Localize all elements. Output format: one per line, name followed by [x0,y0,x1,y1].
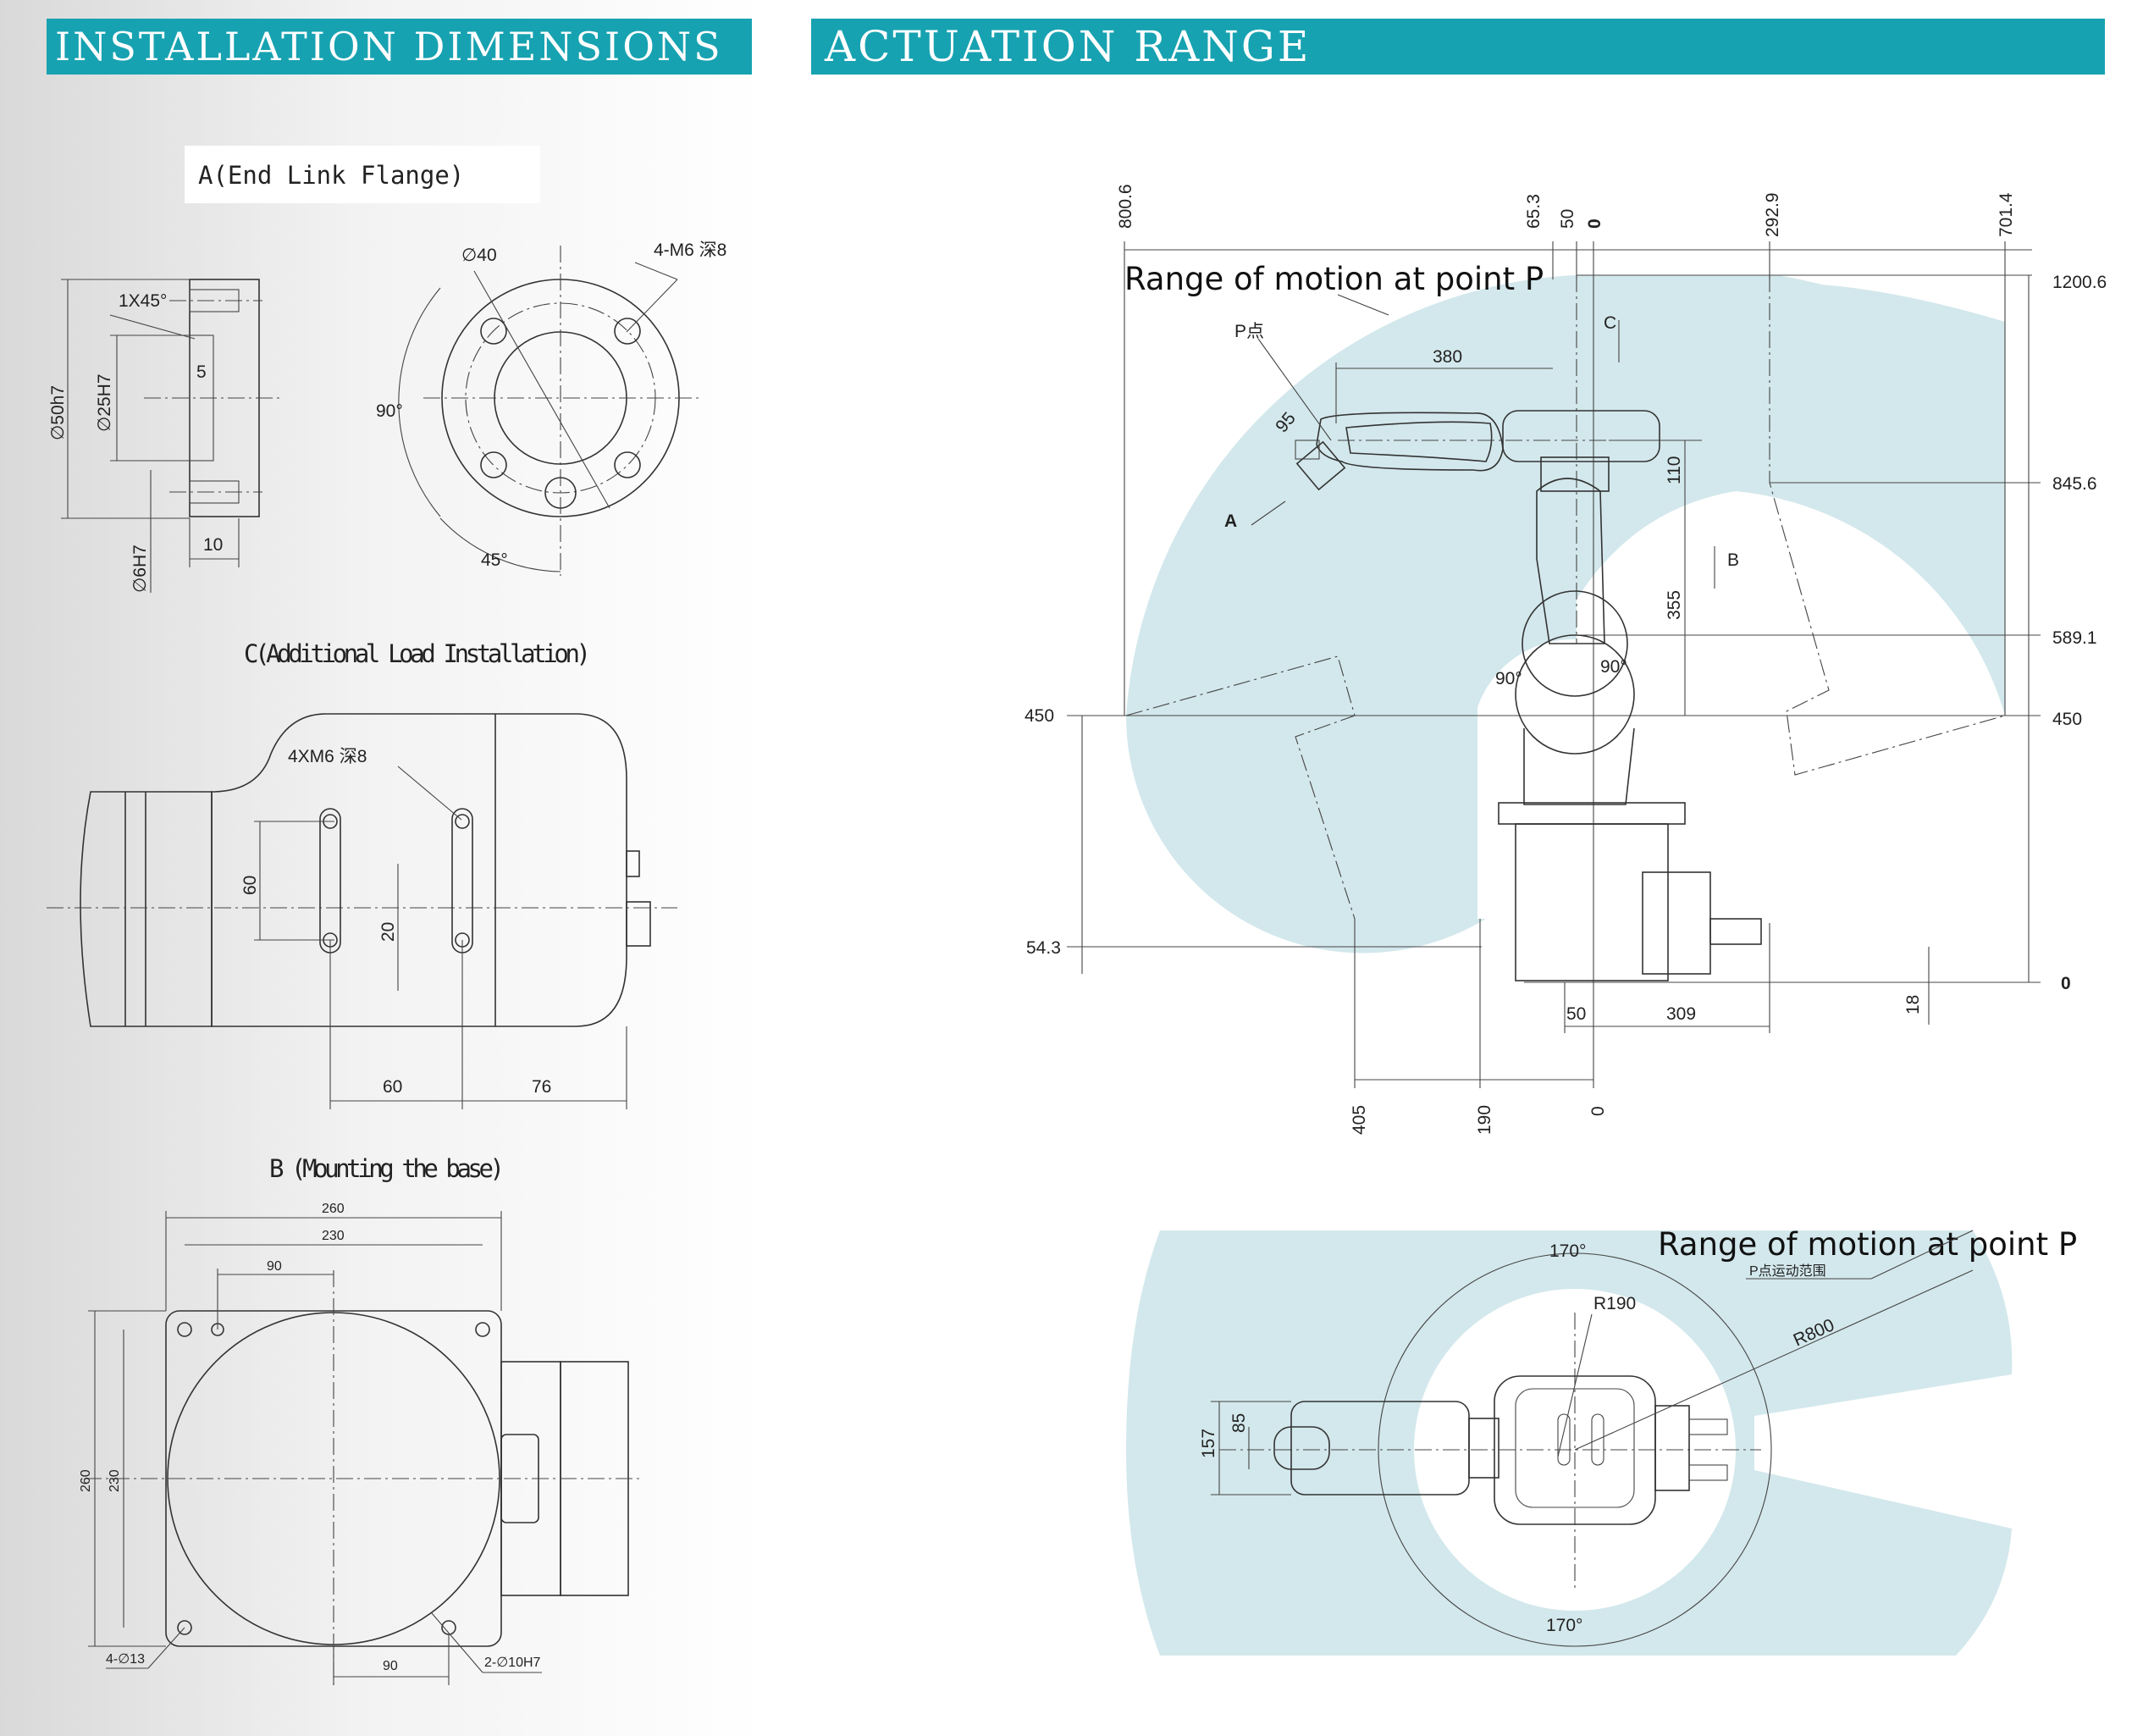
load-h76-label: 76 [532,1077,551,1097]
base-holes10-label: 2-∅10H7 [484,1656,541,1670]
base-hole [475,1322,490,1337]
side-bottom-405: 405 [1350,1105,1369,1135]
top-r190-label: R190 [1593,1294,1636,1313]
side-top-65: 65.3 [1524,194,1544,229]
top-170-bottom-label: 170° [1546,1616,1582,1635]
side-90r-label: 90° [1600,657,1627,677]
side-p-label: P点 [1234,322,1264,341]
side-left-54: 54.3 [1026,938,1061,958]
top-range-subtitle: P点运动范围 [1749,1263,1826,1279]
side-right-0: 0 [2061,974,2071,993]
side-top-50: 50 [1558,209,1577,229]
flange-hole [480,451,507,478]
side-110-label: 110 [1665,456,1684,484]
side-right-450: 450 [2052,710,2082,729]
load-body [211,713,627,1027]
flange-hole [614,318,641,345]
load-v60-label: 60 [240,876,260,895]
flange-chamfer-label: 1X45° [119,291,167,311]
load-slot [451,808,473,954]
flange-caption: A(End Link Flange) [198,161,464,190]
flange-width-label: 10 [203,535,223,555]
side-range-title: Range of motion at point P [1124,261,1544,297]
side-50b-label: 50 [1566,1004,1586,1024]
robot-side-view [1295,410,1762,981]
load-slot [319,808,341,954]
base-w260-label: 260 [322,1202,345,1216]
flange-depth-label: 5 [196,362,207,382]
flange-angle90-label: 90° [376,401,403,421]
side-bottom-0: 0 [1588,1106,1608,1116]
load-rear-cap [80,791,213,1027]
flange-pin [544,477,577,509]
side-c-label: C [1604,313,1616,333]
side-18-label: 18 [1903,995,1923,1015]
top-range-title: Range of motion at point P [1658,1226,2077,1263]
flange-d40-label: ∅40 [461,246,497,265]
load-holes-label: 4XM6 深8 [288,747,367,766]
side-top-292: 292.9 [1763,192,1782,237]
side-b-label: B [1727,550,1739,570]
side-380-label: 380 [1433,347,1462,367]
side-motion-envelope [1125,275,2005,954]
base-w90-label: 90 [267,1259,282,1274]
base-hole [177,1620,192,1635]
load-h60-label: 60 [383,1077,402,1097]
side-90l-label: 90° [1495,669,1522,688]
side-a-label: A [1224,511,1237,531]
side-right-1200: 1200.6 [2052,273,2107,292]
actuation-range-banner: ACTUATION RANGE [811,19,2105,75]
base-w230-label: 230 [322,1229,345,1243]
base-h230-label: 230 [108,1469,122,1492]
load-drawing: C(Additional Load Installation) 4XM6 深8 … [47,639,677,1109]
base-caption: B (Mounting the base) [269,1154,505,1183]
base-b90-label: 90 [383,1659,398,1673]
flange-d50-label: ∅50h7 [48,385,68,440]
base-holes13-label: 4-∅13 [106,1652,145,1667]
top-157-label: 157 [1199,1429,1218,1458]
flange-angle45-label: 45° [481,550,508,570]
side-top-0: 0 [1585,218,1604,229]
base-h260-label: 260 [79,1469,93,1492]
top-85-label: 85 [1229,1413,1249,1433]
load-v20-label: 20 [378,922,398,942]
side-top-800: 800.6 [1116,184,1135,229]
flange-hole [614,451,641,478]
base-drawing: B (Mounting the base) 260 230 90 260 230 [79,1154,643,1685]
side-bottom-190: 190 [1475,1105,1494,1135]
flange-hole [480,318,507,345]
robot-top-view [1273,1375,1728,1525]
flange-drawing: A(End Link Flange) ∅50h7 ∅25H7 ∅6H7 1X45… [48,146,726,593]
flange-d25-label: ∅25H7 [95,374,114,433]
flange-holes-label: 4-M6 深8 [654,240,726,260]
side-top-701: 701.4 [1997,192,2016,237]
installation-dimensions-banner: INSTALLATION DIMENSIONS [47,19,752,75]
side-309-label: 309 [1666,1004,1696,1024]
side-right-845: 845.6 [2052,474,2097,494]
side-355-label: 355 [1665,590,1684,620]
load-caption: C(Additional Load Installation) [244,639,591,668]
top-170-top-label: 170° [1549,1241,1586,1261]
top-view-range: Range of motion at point P P点运动范围 170° 1… [1126,1226,2077,1656]
flange-d6-label: ∅6H7 [130,545,150,593]
side-view-range: 800.6 65.3 50 0 292.9 701.4 1200.6 845.6… [1025,184,2107,1135]
base-hole [177,1322,192,1337]
side-right-589: 589.1 [2052,628,2097,648]
side-left-450: 450 [1025,706,1054,726]
